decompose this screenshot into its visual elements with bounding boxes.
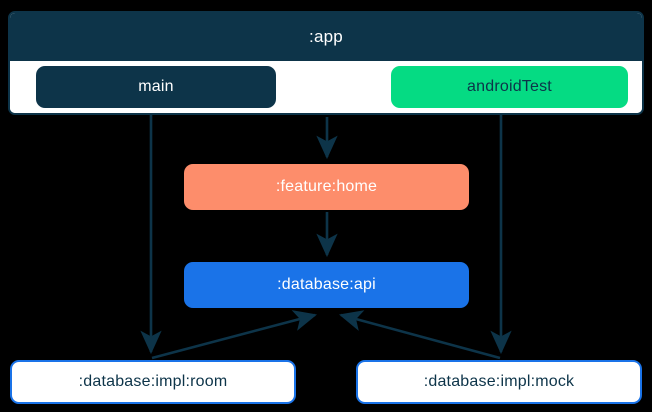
edge-database-impl-mock-to-database-api	[338, 310, 501, 360]
node-feature-home[interactable]: :feature:home	[184, 164, 469, 210]
node-database-impl-room[interactable]: :database:impl:room	[10, 360, 296, 404]
node-android-test[interactable]: androidTest	[391, 66, 628, 108]
node-database-impl-mock[interactable]: :database:impl:mock	[356, 360, 642, 404]
node-main[interactable]: main	[36, 66, 276, 108]
edge-database-impl-room-to-database-api	[151, 310, 318, 360]
cluster-app[interactable]: :app main androidTest	[8, 11, 644, 115]
cluster-app-body: main androidTest	[10, 61, 642, 113]
cluster-app-title: :app	[10, 13, 642, 61]
node-database-api[interactable]: :database:api	[184, 262, 469, 308]
